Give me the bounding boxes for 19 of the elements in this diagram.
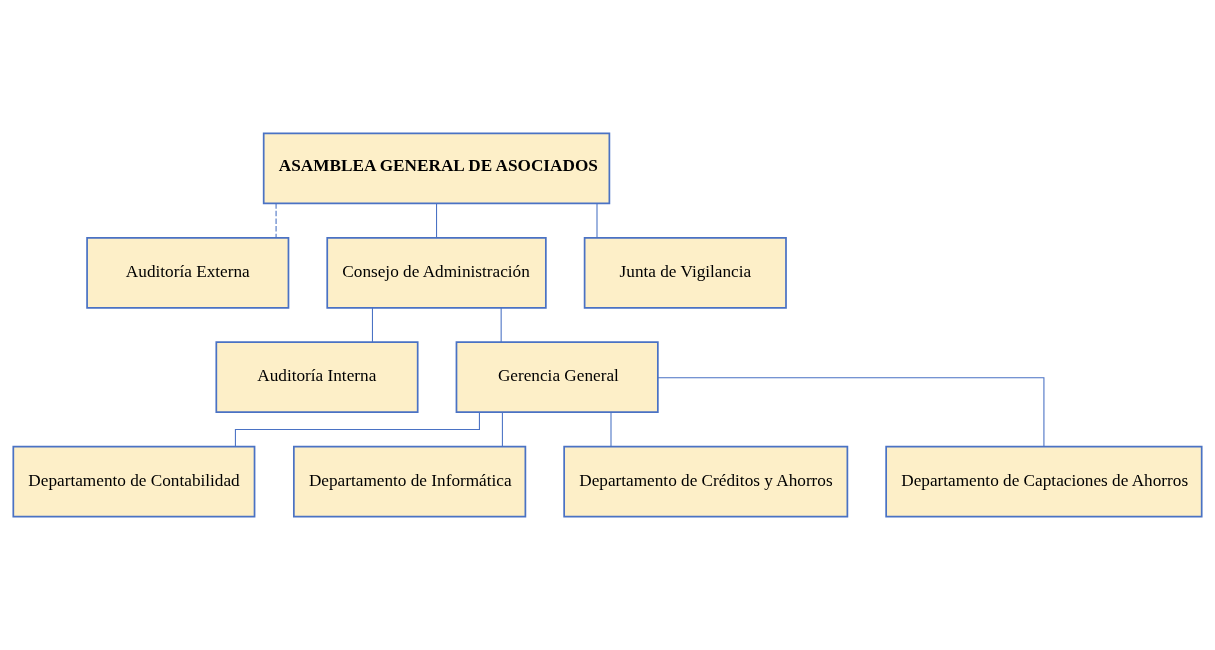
connector	[500, 307, 502, 343]
connector	[275, 202, 277, 239]
connector	[610, 411, 612, 448]
node-box: Departamento de Captaciones de Ahorros	[885, 445, 1203, 518]
node-box: Departamento de Informática	[293, 445, 527, 518]
node-box: Gerencia General	[455, 341, 659, 414]
connector	[657, 377, 1045, 448]
node-box: Auditoría Externa	[86, 236, 290, 309]
node-box: Departamento de Contabilidad	[12, 445, 256, 518]
node-box: Auditoría Interna	[215, 341, 419, 414]
connector	[371, 307, 373, 343]
node-box: ASAMBLEA GENERAL DE ASOCIADOS	[262, 132, 611, 205]
connector	[234, 411, 480, 448]
connector	[596, 202, 598, 239]
node-box: Junta de Vigilancia	[583, 236, 787, 309]
node-box: Departamento de Créditos y Ahorros	[563, 445, 849, 518]
connector	[436, 202, 438, 239]
connector	[501, 411, 503, 448]
node-box: Consejo de Administración	[326, 236, 547, 309]
